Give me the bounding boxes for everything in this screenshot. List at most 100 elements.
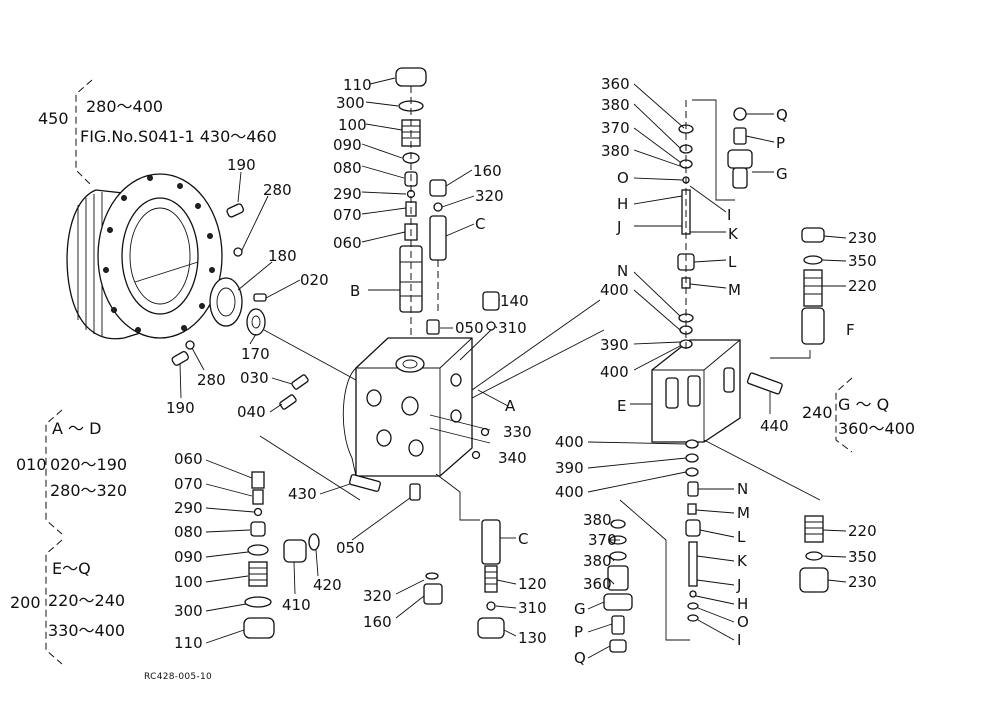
group-200-line-1: E～Q: [52, 559, 91, 578]
part-label-l310b: 310: [518, 599, 547, 617]
part-label-l350b: 350: [848, 548, 877, 566]
part-label-l330: 330: [503, 423, 532, 441]
part-label-l100b: 100: [174, 573, 203, 591]
part-label-l160b: 160: [363, 613, 392, 631]
part-label-l400b: 400: [600, 363, 629, 381]
group-240-line-1: G ～ Q: [838, 395, 890, 414]
part-label-l380b: 380: [601, 142, 630, 160]
part-label-l400c: 400: [555, 433, 584, 451]
group-010-number: 010: [16, 455, 47, 474]
part-label-lF: F: [846, 321, 855, 339]
part-label-lIa: I: [727, 206, 732, 224]
valve-block-a: [342, 337, 473, 477]
part-label-lNb: N: [737, 480, 749, 498]
part-label-l080b: 080: [174, 523, 203, 541]
part-label-lJb: J: [737, 576, 742, 594]
part-label-l380a: 380: [601, 96, 630, 114]
part-label-l230b: 230: [848, 573, 877, 591]
part-label-l050b: 050: [336, 539, 365, 557]
part-label-l380d: 380: [583, 552, 612, 570]
part-label-l300b: 300: [174, 602, 203, 620]
group-010-line-3: 280～320: [50, 481, 128, 500]
part-label-l280b: 280: [197, 371, 226, 389]
part-label-l290b: 290: [174, 499, 203, 517]
group-240-number: 240: [802, 403, 833, 422]
part-label-l310t: 310: [498, 319, 527, 337]
group-010-line-2: 020～190: [50, 455, 128, 474]
part-label-l060t: 060: [333, 234, 362, 252]
part-label-l040: 040: [237, 403, 266, 421]
part-label-l360b: 360: [583, 575, 612, 593]
group-200-number: 200: [10, 593, 41, 612]
part-label-lOb: O: [737, 613, 749, 631]
part-label-l220b: 220: [848, 522, 877, 540]
part-label-l410: 410: [282, 596, 311, 614]
part-label-l180: 180: [268, 247, 297, 265]
part-label-l390a: 390: [600, 336, 629, 354]
part-label-l030: 030: [240, 369, 269, 387]
part-label-l170: 170: [241, 345, 270, 363]
part-label-l390b: 390: [555, 459, 584, 477]
part-label-l090t: 090: [333, 136, 362, 154]
part-label-l060b: 060: [174, 450, 203, 468]
part-label-l110t: 110: [343, 76, 372, 94]
part-label-l070t: 070: [333, 206, 362, 224]
group-200-line-3: 330～400: [48, 621, 126, 640]
part-label-l080t: 080: [333, 159, 362, 177]
part-label-l020: 020: [300, 271, 329, 289]
valve-block-e: [651, 339, 741, 443]
part-label-l400a: 400: [600, 281, 629, 299]
part-label-l440: 440: [760, 417, 789, 435]
part-label-lHa: H: [617, 195, 629, 213]
part-label-lMa: M: [728, 281, 741, 299]
part-label-lKb: K: [737, 552, 747, 570]
part-label-lOa: O: [617, 169, 629, 187]
part-label-l320t: 320: [475, 187, 504, 205]
group-450-line-2: FIG.No.S041-1 430～460: [80, 127, 277, 146]
part-label-lPa: P: [776, 134, 786, 152]
part-label-l120: 120: [518, 575, 547, 593]
part-label-l140: 140: [500, 292, 529, 310]
drawing-reference-code: RC428-005-10: [144, 672, 212, 682]
part-label-l190b: 190: [166, 399, 195, 417]
part-label-lQb: Q: [574, 649, 586, 667]
group-450-line-1: 280～400: [86, 97, 164, 116]
part-label-l300t: 300: [336, 94, 365, 112]
part-label-l090b: 090: [174, 548, 203, 566]
part-label-lQa: Q: [776, 106, 788, 124]
part-label-lMb: M: [737, 504, 750, 522]
part-label-lLa: L: [728, 253, 737, 271]
part-label-l370b: 370: [588, 531, 617, 549]
part-label-l050t: 050: [455, 319, 484, 337]
part-label-l430: 430: [288, 485, 317, 503]
part-label-l100t: 100: [338, 116, 367, 134]
part-label-l360a: 360: [601, 75, 630, 93]
part-label-lBt: B: [350, 282, 361, 300]
part-label-l220a: 220: [848, 277, 877, 295]
motor-housing: [66, 173, 223, 340]
part-label-lGb: G: [574, 600, 586, 618]
part-label-lGa: G: [776, 165, 788, 183]
part-label-l190a: 190: [227, 156, 256, 174]
part-label-l350a: 350: [848, 252, 877, 270]
part-label-l400d: 400: [555, 483, 584, 501]
part-label-l290t: 290: [333, 185, 362, 203]
part-label-l320b: 320: [363, 587, 392, 605]
part-label-l130: 130: [518, 629, 547, 647]
part-label-lPb: P: [574, 623, 584, 641]
group-240-line-2: 360～400: [838, 419, 916, 438]
part-label-l280a: 280: [263, 181, 292, 199]
part-label-l230a: 230: [848, 229, 877, 247]
part-label-lCt: C: [475, 215, 486, 233]
part-label-lIb: I: [737, 631, 742, 649]
part-label-l110b: 110: [174, 634, 203, 652]
part-label-lKa: K: [728, 225, 738, 243]
part-label-l420: 420: [313, 576, 342, 594]
part-label-l370a: 370: [601, 119, 630, 137]
group-brackets: [45, 79, 853, 665]
part-label-lLb: L: [737, 528, 746, 546]
part-label-lHb: H: [737, 595, 749, 613]
group-450-number: 450: [38, 109, 69, 128]
part-label-lCb: C: [518, 530, 529, 548]
